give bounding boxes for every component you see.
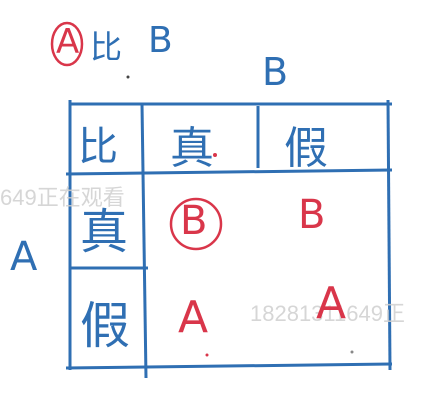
- grid-bottom-line: [65, 362, 393, 370]
- row-header-true: 真: [80, 204, 129, 260]
- ink-dot: [350, 350, 354, 354]
- watermark-right: 18281311649正: [250, 301, 405, 326]
- col-group-label: B: [262, 50, 289, 94]
- col-header-false: 假: [284, 123, 328, 174]
- ink-dot: [205, 353, 209, 357]
- cell-true-true: B: [180, 198, 208, 244]
- title-b: B: [148, 20, 173, 61]
- title-a-circle: [50, 21, 84, 67]
- grid-right-line: [386, 99, 392, 371]
- grid-header-col-line: [140, 103, 148, 379]
- table-corner: 比: [78, 124, 118, 170]
- cell-true-false: B: [298, 192, 326, 238]
- grid-header-line: [65, 168, 393, 176]
- row-group-label: A: [10, 234, 38, 280]
- title-compare: 比: [90, 28, 123, 66]
- ink-dot: [126, 75, 130, 79]
- cell-false-true: A: [178, 292, 209, 343]
- cell-false-false: A: [316, 278, 347, 329]
- title-a: A: [56, 22, 80, 62]
- cell-b-circle: [169, 197, 223, 251]
- col-header-true: 真: [170, 123, 214, 174]
- row-header-false: 假: [80, 297, 130, 355]
- watermark-left: 649正在观看: [0, 185, 125, 210]
- ink-dot: [213, 153, 217, 157]
